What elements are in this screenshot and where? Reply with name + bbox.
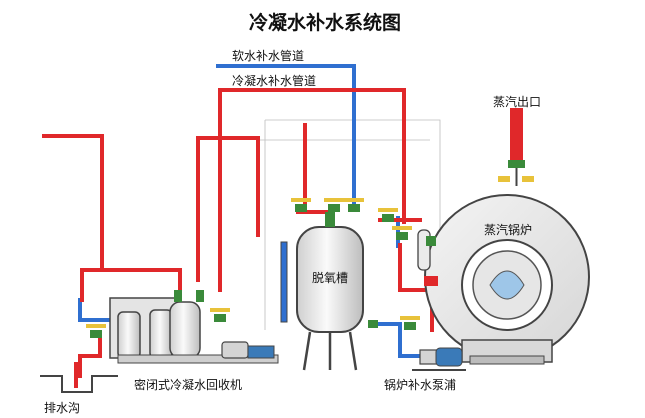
label-recovery-unit: 密闭式冷凝水回收机: [134, 377, 242, 392]
label-feed-pump: 锅炉补水泵浦: [384, 377, 456, 392]
steam-outlet-pipe: [510, 108, 523, 160]
label-soft-water-pipe: 软水补水管道: [232, 48, 304, 63]
label-steam-boiler: 蒸汽锅炉: [484, 222, 532, 237]
deaerator-tank: [280, 212, 364, 371]
boiler-fittings: [417, 229, 438, 286]
label-condensate-pipe: 冷凝水补水管道: [232, 73, 316, 88]
feed-pump: [412, 347, 466, 371]
steam-boiler: [424, 194, 590, 365]
label-deaerator: 脱氧槽: [312, 270, 348, 285]
valve-group: [86, 198, 420, 338]
recovery-unit: [109, 290, 279, 364]
label-drain-ditch: 排水沟: [44, 401, 80, 415]
drain-ditch-shape: [40, 375, 118, 393]
diagram-title: 冷凝水补水系统图: [249, 11, 401, 34]
steam-outlet-valve: [498, 160, 534, 186]
label-steam-outlet: 蒸汽出口: [493, 94, 541, 109]
guide-lines: [258, 119, 441, 330]
